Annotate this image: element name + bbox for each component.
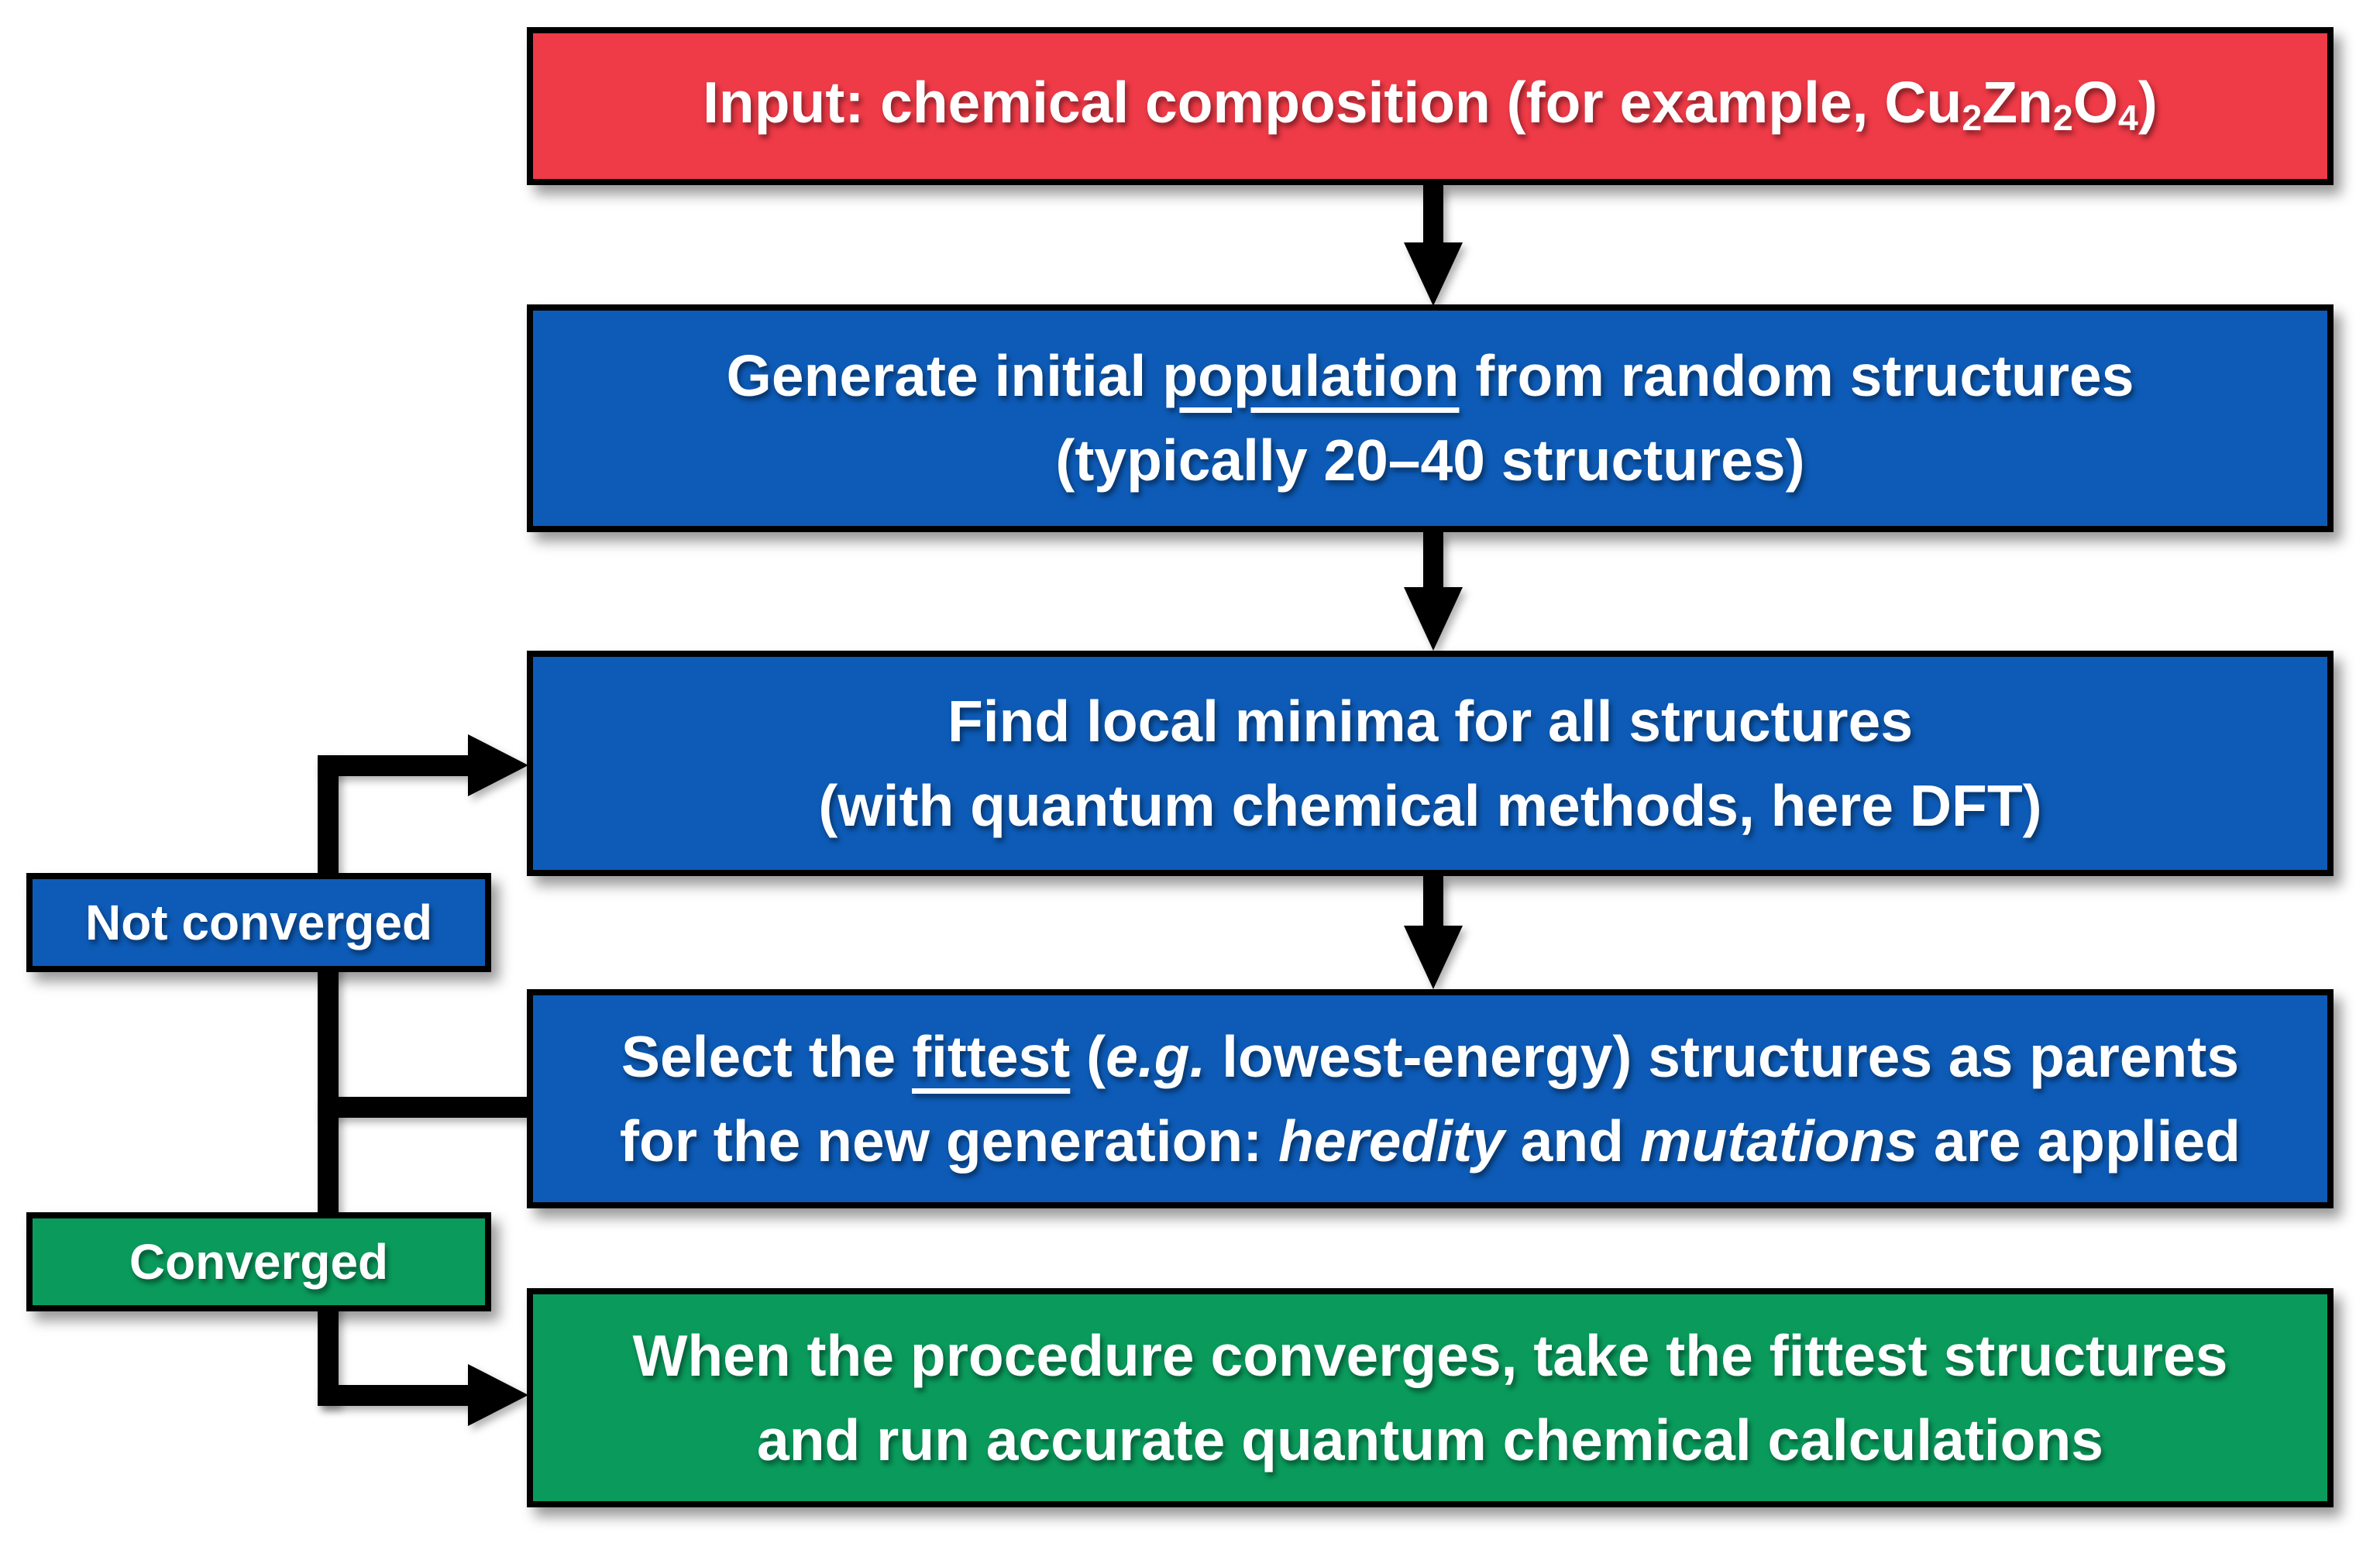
arrow-generate-to-minima-shaft (1423, 532, 1443, 590)
not-converged-label: Not converged (26, 873, 491, 972)
loop-bottom-line (318, 1385, 469, 1406)
find-local-minima-box: Find local minima for all structures (wi… (527, 651, 2334, 876)
select-fittest-text-line2: for the new generation: heredity and mut… (619, 1108, 2241, 1174)
select-to-loop-line (318, 1097, 528, 1118)
converged-label: Converged (26, 1212, 491, 1311)
arrow-generate-to-minima-head-icon (1404, 587, 1463, 651)
find-local-minima-text-line2: (with quantum chemical methods, here DFT… (818, 772, 2042, 838)
select-fittest-text-line1: Select the fittest (e.g. lowest-energy) … (621, 1023, 2240, 1089)
arrow-input-to-generate-head-icon (1404, 242, 1463, 306)
loop-bottom-arrowhead-icon (468, 1364, 528, 1426)
loop-top-line (318, 755, 469, 776)
select-fittest-box: Select the fittest (e.g. lowest-energy) … (527, 989, 2334, 1208)
loop-top-arrowhead-icon (468, 734, 528, 796)
find-local-minima-text-line1: Find local minima for all structures (947, 688, 1914, 754)
converged-result-text-line1: When the procedure converges, take the f… (632, 1322, 2228, 1388)
not-converged-label-text: Not converged (84, 895, 433, 950)
generate-population-box: Generate initial population from random … (527, 304, 2334, 532)
arrow-minima-to-select-shaft (1423, 876, 1443, 929)
input-box-text: Input: chemical composition (for example… (703, 69, 2158, 138)
converged-result-box: When the procedure converges, take the f… (527, 1288, 2334, 1507)
converged-label-text: Converged (129, 1234, 389, 1290)
arrow-input-to-generate-shaft (1423, 185, 1443, 246)
generate-population-text-line1: Generate initial population from random … (726, 343, 2134, 408)
generate-population-text-line2: (typically 20–40 structures) (1055, 428, 1805, 493)
converged-result-text-line2: and run accurate quantum chemical calcul… (756, 1407, 2103, 1473)
input-box: Input: chemical composition (for example… (527, 27, 2334, 185)
arrow-minima-to-select-head-icon (1404, 926, 1463, 989)
